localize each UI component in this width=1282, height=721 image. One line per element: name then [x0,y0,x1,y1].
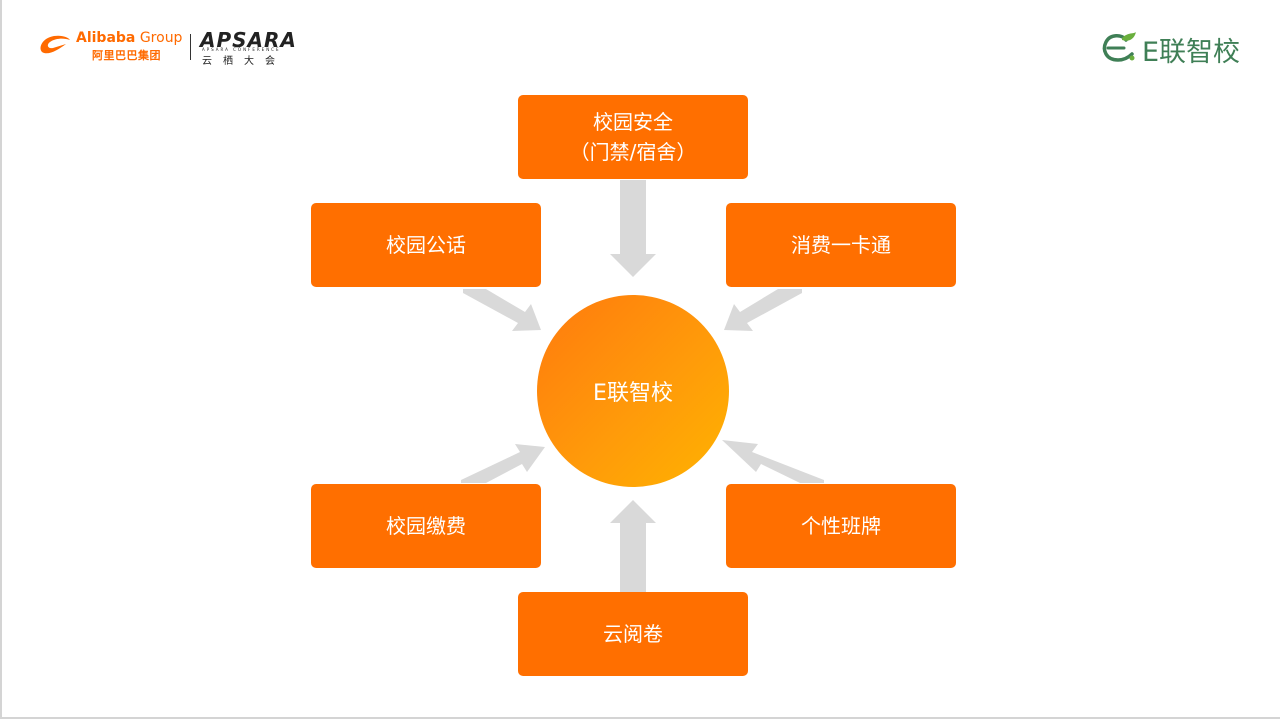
center-hub: E联智校 [537,295,729,487]
alibaba-wordmark: Alibaba Group [76,30,183,46]
node-class-sign: 个性班牌 [726,484,956,568]
node-label: 云阅卷 [603,622,663,646]
center-label: E联智校 [593,381,673,406]
node-label: 校园安全 [593,110,673,134]
node-sublabel: （门禁/宿舍） [569,140,697,164]
apsara-wordmark: APSARA [200,28,297,52]
arrow-bottom [610,500,656,592]
node-campus-payment: 校园缴费 [311,484,541,568]
arrow-lower-right [722,440,824,483]
node-label: 个性班牌 [801,514,881,538]
alibaba-cn: 阿里巴巴集团 [92,49,161,62]
apsara-subtitle: APSARA CONFERENCE [202,47,281,52]
alibaba-icon [40,35,70,54]
apsara-cn: 云栖大会 [202,56,286,67]
arrow-upper-left [463,289,541,331]
node-cloud-grading: 云阅卷 [518,592,748,676]
brand-e-icon [1102,32,1136,62]
brand-text: E联智校 [1142,37,1241,68]
node-campus-security: 校园安全 （门禁/宿舍） [518,95,748,179]
arrow-upper-right [724,289,802,331]
node-label: 消费一卡通 [791,233,891,257]
arrow-lower-left [461,444,545,483]
node-consumption-card: 消费一卡通 [726,203,956,287]
node-label: 校园公话 [386,233,466,257]
node-label: 校园缴费 [386,514,466,538]
node-campus-phone: 校园公话 [311,203,541,287]
logo-divider [190,34,191,60]
arrow-top [610,180,656,277]
